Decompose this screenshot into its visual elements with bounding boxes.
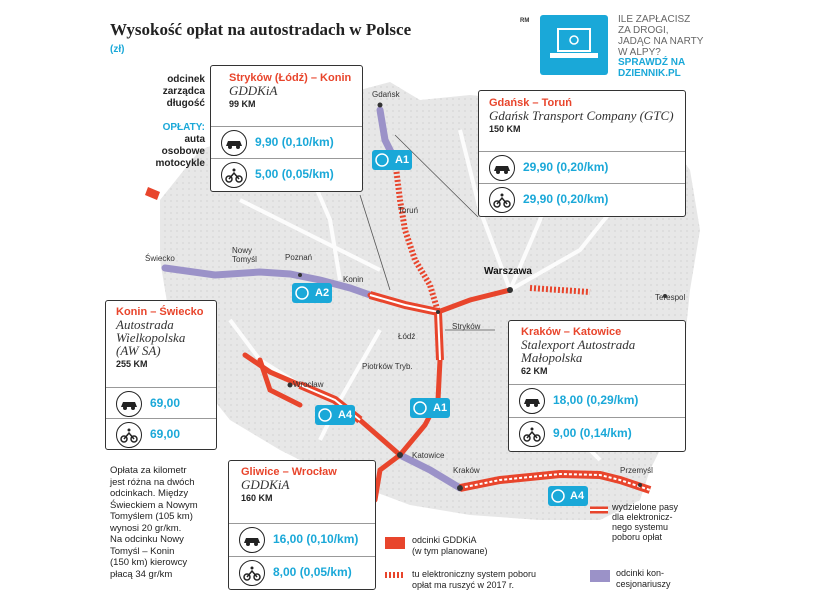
city-swiecko: Świecko xyxy=(145,254,175,263)
motorcycle-icon xyxy=(239,560,265,586)
city-poznan: Poznań xyxy=(285,253,313,262)
road-label-a2: A2 xyxy=(315,287,330,299)
car-icon xyxy=(519,388,545,414)
city-piotrkow: Piotrków Tryb. xyxy=(362,362,413,371)
planned-roads xyxy=(392,159,591,313)
city-przemysl: Przemyśl xyxy=(620,466,653,475)
leader-lines xyxy=(359,134,495,331)
city-wroclaw: Wrocław xyxy=(293,380,324,389)
motorcycle-icon xyxy=(116,422,142,448)
box-length: 255 KM xyxy=(116,359,148,369)
legend-gddkia: odcinki GDDKiA(w tym planowane) xyxy=(412,535,488,556)
city-torun: Toruń xyxy=(398,206,419,215)
box-title: Stryków (Łódź) – Konin xyxy=(229,72,352,84)
patch-north-west xyxy=(145,187,160,200)
box-strykow-konin: Stryków (Łódź) – Konin GDDKiA 99 KM 9,90… xyxy=(210,65,363,192)
box-krakow-katowice: Kraków – Katowice Stalexport Autostrada … xyxy=(508,320,686,452)
promo-text: ILE ZAPŁACISZ ZA DROGI, JADĄC NA NARTY W… xyxy=(618,14,704,58)
rm-mark: RM xyxy=(520,18,530,24)
price-row-car: 29,90 (0,20/km) xyxy=(479,151,685,183)
city-lodz: Łódź xyxy=(398,332,416,341)
city-konin: Konin xyxy=(343,275,364,284)
box-manager: GDDKiA xyxy=(241,477,290,492)
road-label-a4-west: A4 xyxy=(338,409,353,421)
city-warszawa: Warszawa xyxy=(484,266,532,277)
box-manager: Gdańsk Transport Company (GTC) xyxy=(489,108,674,123)
price-row-moto: 5,00 (0,05/km) xyxy=(211,158,362,190)
road-label-a1-top: A1 xyxy=(395,154,410,166)
price-row-car: 69,00 xyxy=(106,387,216,419)
box-gdansk-torun: Gdańsk – Toruń Gdańsk Transport Company … xyxy=(478,90,686,217)
car-icon xyxy=(489,155,515,181)
legend-concession: odcinki kon-cesjonariuszy xyxy=(616,568,671,589)
box-title: Konin – Świecko xyxy=(116,306,204,318)
price-row-car: 9,90 (0,10/km) xyxy=(211,126,362,158)
road-badges xyxy=(292,150,588,506)
price-row-moto: 8,00 (0,05/km) xyxy=(229,556,375,588)
car-icon xyxy=(221,130,247,156)
box-length: 160 KM xyxy=(241,493,273,503)
box-title: Gdańsk – Toruń xyxy=(489,97,572,109)
road-label-a4-east: A4 xyxy=(570,490,585,502)
toll-note: Opłata za kilometr jest różna na dwóch o… xyxy=(110,465,198,580)
box-title: Gliwice – Wrocław xyxy=(241,466,337,478)
city-terespol: Terespol xyxy=(655,293,686,302)
car-icon xyxy=(239,527,265,553)
road-label-a1-bottom: A1 xyxy=(433,402,448,414)
price-row-moto: 29,90 (0,20/km) xyxy=(479,183,685,215)
city-krakow: Kraków xyxy=(453,466,480,475)
motorcycle-icon xyxy=(489,187,515,213)
laptop-icon[interactable] xyxy=(540,15,608,75)
motorcycle-icon xyxy=(519,421,545,447)
box-gliwice-wroclaw: Gliwice – Wrocław GDDKiA 160 KM 16,00 (0… xyxy=(228,460,376,590)
legend-symbols xyxy=(385,506,610,582)
key-labels: odcinek zarządca długość OPŁATY: auta os… xyxy=(155,74,205,169)
city-katowice: Katowice xyxy=(412,451,445,460)
city-dots xyxy=(287,102,667,491)
page-title: Wysokość opłat na autostradach w Polsce xyxy=(110,20,412,39)
promo-link[interactable]: SPRAWDŹ NA DZIENNIK.PL xyxy=(618,57,686,79)
box-length: 150 KM xyxy=(489,124,521,134)
car-icon xyxy=(116,391,142,417)
box-konin-swiecko: Konin – Świecko Autostrada Wielkopolska … xyxy=(105,300,217,450)
price-row-moto: 69,00 xyxy=(106,418,216,450)
city-gdansk: Gdańsk xyxy=(372,90,400,99)
box-length: 99 KM xyxy=(229,99,256,109)
price-row-car: 18,00 (0,29/km) xyxy=(509,384,685,416)
page-subtitle: (zł) xyxy=(110,44,125,55)
motorcycle-icon xyxy=(221,162,247,188)
box-title: Kraków – Katowice xyxy=(521,326,622,338)
box-length: 62 KM xyxy=(521,366,548,376)
price-row-car: 16,00 (0,10/km) xyxy=(229,523,375,555)
city-strykow: Stryków xyxy=(452,322,481,331)
price-row-moto: 9,00 (0,14/km) xyxy=(509,417,685,449)
box-manager: GDDKiA xyxy=(229,83,278,98)
